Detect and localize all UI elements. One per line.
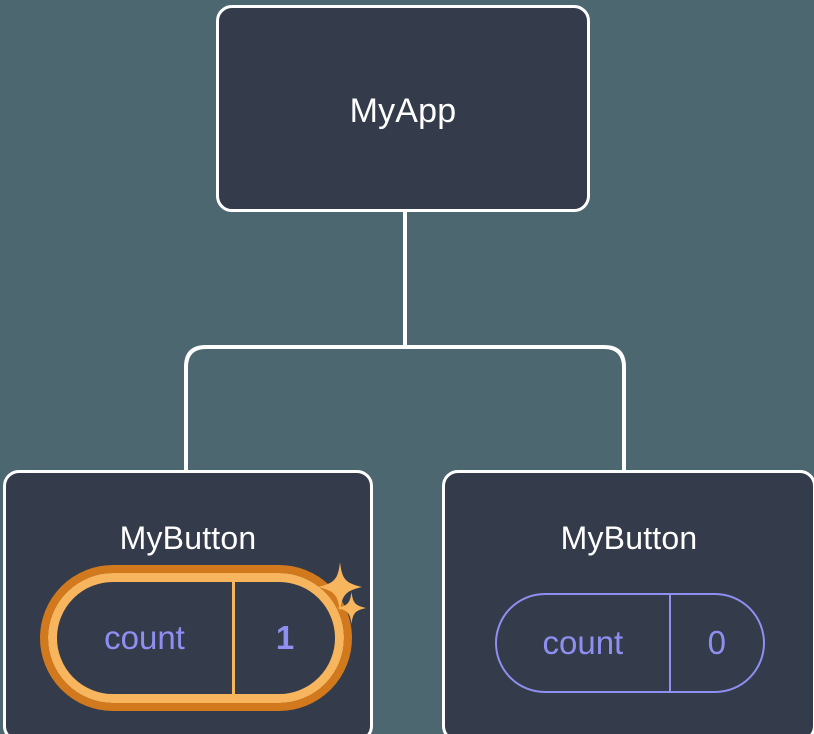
state-value-cell: 1 — [235, 582, 335, 694]
component-node-myapp[interactable]: MyApp — [216, 5, 590, 212]
component-name-label: MyApp — [349, 92, 457, 130]
state-value-cell: 0 — [671, 595, 763, 691]
connector-split-bar — [184, 345, 626, 470]
component-name-label: MyButton — [119, 520, 257, 556]
state-pill-highlighted[interactable]: count 1 — [40, 565, 352, 711]
state-key-label: count — [104, 619, 185, 656]
state-value-label: 0 — [707, 624, 727, 661]
state-key-label: count — [542, 624, 624, 661]
component-node-mybutton-right[interactable]: MyButton count 0 — [442, 470, 814, 734]
component-name-label: MyButton — [560, 520, 698, 556]
state-pill[interactable]: count 0 — [495, 593, 765, 693]
component-node-mybutton-left[interactable]: MyButton count 1 — [3, 470, 373, 734]
state-key-cell: count — [497, 595, 671, 691]
state-value-label: 1 — [275, 619, 295, 656]
state-key-cell: count — [57, 582, 235, 694]
